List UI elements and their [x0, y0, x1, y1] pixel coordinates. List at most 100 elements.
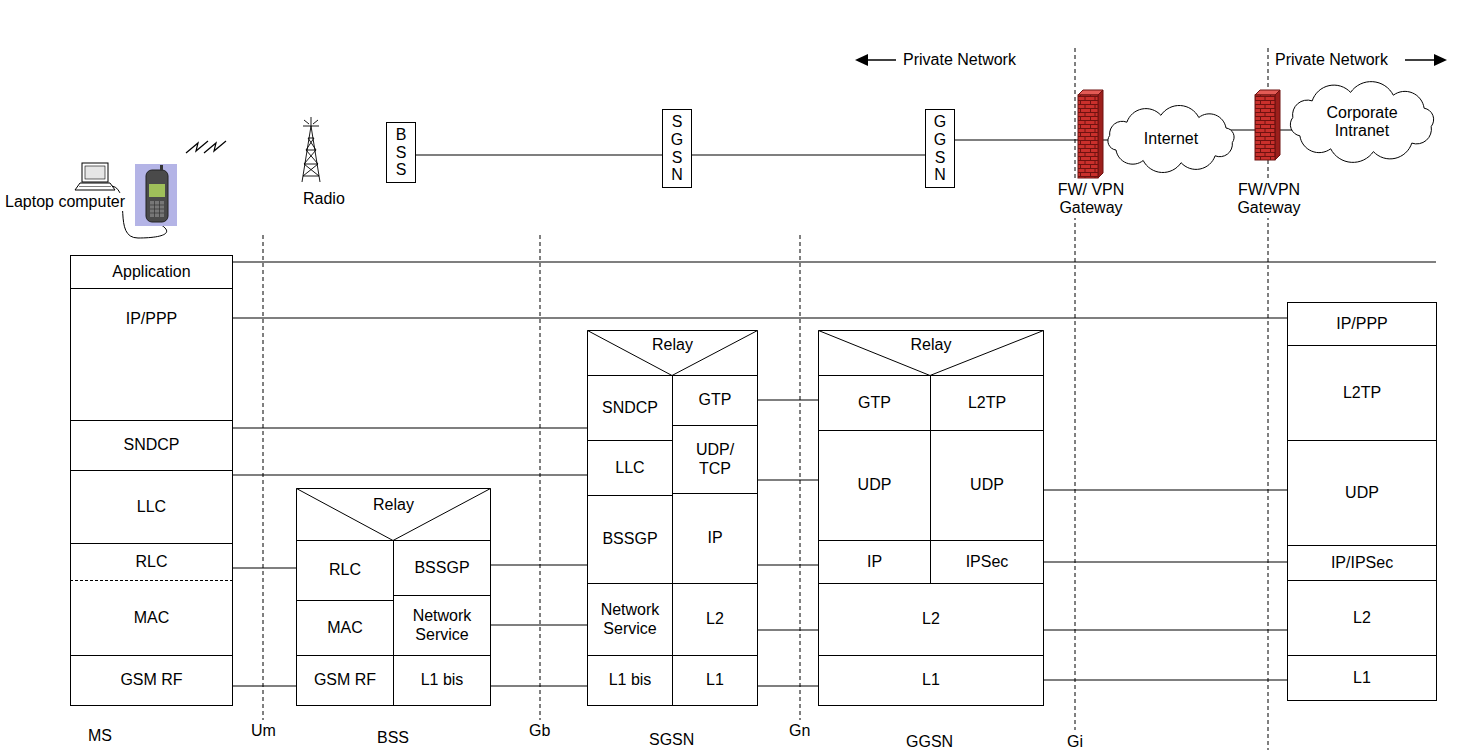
layer-label: IP/IPSec: [1331, 554, 1393, 572]
laptop-icon: [85, 166, 105, 179]
protocol-layer: L1 bis: [393, 655, 491, 706]
protocol-layer: MAC: [296, 600, 394, 656]
relay-outline: [588, 331, 758, 377]
protocol-layer: IPSec: [930, 540, 1044, 584]
relay-label: Relay: [652, 336, 693, 354]
link-line: [416, 154, 662, 155]
relay-box: Relay: [587, 330, 758, 376]
protocol-layer: LLC: [70, 470, 233, 544]
network-element-box: BSS: [386, 122, 416, 183]
firewall-icon: [1275, 90, 1280, 160]
radio-link-symbol: [186, 141, 226, 153]
network-element-box: SGSN: [662, 109, 692, 188]
radio-tower: [302, 126, 320, 182]
layer-label: IP/PPP: [126, 310, 178, 328]
link-line: [758, 629, 818, 630]
mobile-phone-photo: [150, 201, 164, 217]
protocol-layer: L1: [1287, 655, 1437, 701]
link-line: [233, 474, 587, 475]
direction-arrow: [1434, 54, 1447, 66]
network-cloud: Internet: [1100, 106, 1242, 172]
relay-outline: [296, 488, 491, 541]
relay-outline: [818, 330, 1044, 376]
interface-divider: [263, 235, 264, 720]
link-line: [758, 564, 818, 565]
relay-outline: [297, 489, 491, 542]
direction-arrow: [855, 54, 868, 66]
layer-label: SNDCP: [123, 436, 179, 454]
protocol-layer: GSM RF: [70, 655, 233, 706]
layer-label: LLC: [137, 498, 166, 516]
layer-label: MAC: [327, 619, 363, 637]
protocol-layer: UDP: [930, 430, 1044, 541]
protocol-layer: GTP: [818, 375, 931, 431]
interface-divider: [800, 235, 801, 720]
layer-label: IP: [867, 553, 882, 571]
protocol-layer: MAC: [70, 580, 233, 656]
column-label: SGSN: [648, 731, 695, 749]
layer-label: UDP/ TCP: [691, 441, 739, 478]
direction-arrow: [866, 59, 896, 61]
layer-label: BSSGP: [414, 559, 469, 577]
link-line: [233, 685, 296, 686]
layer-label: L1: [706, 671, 724, 689]
layer-label: UDP: [1345, 484, 1379, 502]
layer-label: RLC: [135, 553, 167, 571]
relay-outline: [819, 331, 1044, 377]
layer-label: L2: [922, 610, 940, 628]
gateway-label: FW/VPN Gateway: [1230, 181, 1308, 218]
radio-tower: [302, 117, 320, 182]
radio-tower: [303, 117, 319, 126]
layer-label: Application: [112, 263, 190, 281]
firewall-icon: [1078, 95, 1098, 178]
relay-outline: [296, 488, 491, 541]
node-label: Internet: [1144, 130, 1198, 148]
gateway-label: FW/ VPN Gateway: [1052, 181, 1130, 218]
link-line: [758, 685, 818, 686]
link-line: [491, 685, 587, 686]
application-line: [233, 261, 1436, 262]
layer-label: RLC: [329, 561, 361, 579]
protocol-layer: IP/PPP: [1287, 302, 1437, 346]
layer-label: BSSGP: [602, 530, 657, 548]
interface-divider: [1075, 48, 1076, 730]
laptop-icon: [75, 183, 115, 190]
protocol-layer: L1 bis: [587, 655, 673, 706]
layer-label: L1: [1353, 669, 1371, 687]
interface-label: Gi: [1066, 733, 1084, 751]
layer-label: GTP: [699, 391, 732, 409]
link-line: [1044, 679, 1287, 680]
link-line: [233, 317, 1287, 318]
layer-label: UDP: [970, 476, 1004, 494]
firewall-icon: [1078, 90, 1103, 178]
protocol-layer: RLC: [296, 540, 394, 601]
protocol-layer: IP: [818, 540, 931, 584]
protocol-layer: L2: [1287, 580, 1437, 656]
mobile-phone-photo: [150, 201, 164, 217]
protocol-layer: UDP: [818, 430, 931, 541]
interface-label: Um: [250, 722, 277, 740]
laptop-icon: [79, 186, 111, 187]
layer-label: SNDCP: [602, 399, 658, 417]
zone-label: Private Network: [1274, 51, 1389, 69]
layer-label: IP: [707, 529, 722, 547]
firewall-icon: [1255, 90, 1280, 160]
cloud-outline: [1290, 82, 1433, 163]
protocol-layer: UDP/ TCP: [672, 425, 758, 494]
relay-box: Relay: [296, 488, 491, 541]
direction-arrow: [1405, 59, 1436, 61]
laptop-icon: [82, 163, 108, 182]
protocol-layer: IP/PPP: [70, 288, 233, 421]
device-label: Radio: [302, 190, 346, 208]
relay-outline: [587, 330, 758, 376]
layer-label: L1: [922, 671, 940, 689]
mobile-phone-photo: [160, 165, 163, 171]
protocol-layer: UDP: [1287, 440, 1437, 546]
layer-label: L1 bis: [421, 671, 464, 689]
mobile-phone-photo: [135, 164, 177, 226]
relay-box: Relay: [818, 330, 1044, 376]
link-line: [1044, 489, 1287, 490]
link-line: [1044, 629, 1287, 630]
protocol-layer: SNDCP: [587, 375, 673, 441]
